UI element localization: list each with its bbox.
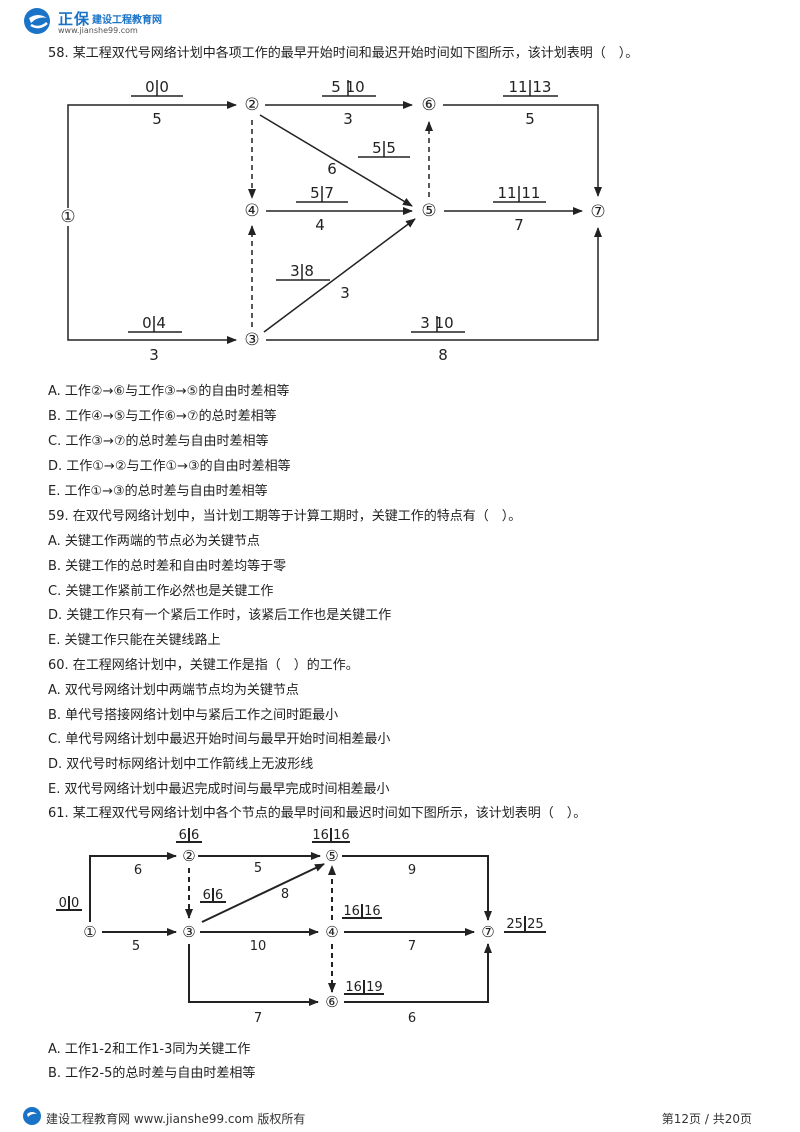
arrow-1-2	[89, 852, 177, 922]
q58-option-c[interactable]: C. 工作③→⑦的总时差与自由时差相等	[48, 434, 269, 449]
time-label-1-2: 0 0	[145, 78, 169, 96]
node-4: ④	[325, 923, 338, 941]
duration-3-5: 8	[281, 887, 289, 902]
node-6: ⑥	[421, 95, 436, 115]
q59-option-c[interactable]: C. 关键工作紧前工作必然也是关键工作	[48, 584, 274, 599]
duration-6-7: 6	[408, 1011, 416, 1026]
logo-sub: 建设工程教育网	[92, 15, 162, 26]
q60-option-d[interactable]: D. 双代号时标网络计划中工作箭线上无波形线	[48, 757, 314, 772]
time-label-node-4: 16 16	[343, 904, 380, 919]
arrow-3-5	[201, 863, 325, 923]
time-label-node-3: 6 6	[203, 888, 224, 903]
q58-option-b[interactable]: B. 工作④→⑤与工作⑥→⑦的总时差相等	[48, 409, 277, 424]
q60-option-a[interactable]: A. 双代号网络计划中两端节点均为关键节点	[48, 683, 299, 698]
time-label-node-2: 6 6	[179, 828, 200, 843]
node-2: ②	[182, 847, 195, 865]
time-label-4-5: 5 7	[310, 184, 334, 202]
page-number: 第12页 / 共20页	[661, 1112, 752, 1126]
footer-copyright: 建设工程教育网 www.jianshe99.com 版权所有	[46, 1112, 306, 1126]
duration-4-7: 7	[408, 939, 416, 954]
arrow-6-7	[344, 943, 492, 1003]
time-label-3-7: 3 10	[420, 314, 453, 332]
duration-2-6: 3	[343, 110, 353, 128]
node-7: ⑦	[590, 202, 605, 222]
time-label-node-6: 16 19	[345, 980, 382, 995]
arrow-1-2	[67, 101, 237, 208]
duration-6-7: 5	[525, 110, 535, 128]
duration-2-5: 6	[327, 160, 337, 178]
logo-name: 正保	[58, 10, 91, 28]
footer-logo-icon	[23, 1107, 41, 1125]
duration-3-4: 10	[250, 939, 267, 954]
q59-option-b[interactable]: B. 关键工作的总时差和自由时差均等于零	[48, 559, 287, 574]
logo-url: www.jianshe99.com	[58, 26, 138, 35]
q59-option-e[interactable]: E. 关键工作只能在关键线路上	[48, 633, 221, 648]
time-label-node-1: 0 0	[59, 896, 80, 911]
node-3: ③	[244, 330, 259, 350]
arrow-3-6	[188, 944, 319, 1006]
node-5: ⑤	[325, 847, 338, 865]
duration-3-7: 8	[438, 346, 448, 364]
duration-5-7: 9	[408, 863, 416, 878]
q58-option-d[interactable]: D. 工作①→②与工作①→③的自由时差相等	[48, 459, 291, 474]
time-label-node-7: 25 25	[506, 917, 543, 932]
node-7: ⑦	[481, 923, 494, 941]
logo-swoosh-icon	[24, 8, 50, 34]
arrow-3-7	[266, 227, 602, 341]
q59-option-a[interactable]: A. 关键工作两端的节点必为关键节点	[48, 534, 260, 549]
duration-3-5: 3	[340, 284, 350, 302]
page-footer: 建设工程教育网 www.jianshe99.com 版权所有 第12页 / 共2…	[0, 1100, 800, 1132]
time-label-3-5: 3 8	[290, 262, 314, 280]
network-diagram-2: ① ② ③ ④ ⑤ ⑥ ⑦ 0 0 6 6 6 6 16 16 16 16 16…	[56, 828, 546, 1026]
node-6: ⑥	[325, 993, 338, 1011]
arrow-6-7	[443, 104, 602, 197]
q59-option-d[interactable]: D. 关键工作只有一个紧后工作时，该紧后工作也是关键工作	[48, 608, 392, 623]
node-1: ①	[60, 207, 75, 227]
q60-option-e[interactable]: E. 双代号网络计划中最迟完成时间与最早完成时间相差最小	[48, 782, 390, 797]
node-3: ③	[182, 923, 195, 941]
time-label-5-7: 11 11	[498, 184, 541, 202]
network-diagram-1: ① ② ③ ④ ⑤ ⑥ ⑦ 0 0 5 5 10 3 11 13 5 6 5 5…	[60, 78, 605, 364]
duration-1-3: 3	[149, 346, 159, 364]
q60-option-c[interactable]: C. 单代号网络计划中最迟开始时间与最早开始时间相差最小	[48, 732, 391, 747]
time-label-6-7: 11 13	[509, 78, 552, 96]
q61-option-a[interactable]: A. 工作1-2和工作1-3同为关键工作	[48, 1042, 251, 1057]
duration-3-6: 7	[254, 1011, 262, 1026]
arrow-3-5	[263, 218, 416, 333]
node-2: ②	[244, 95, 259, 115]
question-60-title: 60. 在工程网络计划中，关键工作是指（ ）的工作。	[48, 658, 359, 673]
duration-2-5: 5	[254, 861, 262, 876]
duration-1-2: 6	[134, 863, 142, 878]
arrow-2-5	[259, 114, 413, 207]
node-4: ④	[244, 201, 259, 221]
duration-5-7: 7	[514, 216, 524, 234]
q61-option-b[interactable]: B. 工作2-5的总时差与自由时差相等	[48, 1066, 256, 1081]
time-label-2-6: 5 10	[331, 78, 364, 96]
q58-option-e[interactable]: E. 工作①→③的总时差与自由时差相等	[48, 484, 268, 499]
brand-logo: 正保 建设工程教育网 www.jianshe99.com	[22, 6, 172, 38]
time-label-1-3: 0 4	[142, 314, 166, 332]
arrow-5-7	[342, 855, 492, 921]
duration-1-2: 5	[152, 110, 162, 128]
q60-option-b[interactable]: B. 单代号搭接网络计划中与紧后工作之间时距最小	[48, 708, 339, 723]
node-1: ①	[83, 923, 96, 941]
duration-4-5: 4	[315, 216, 325, 234]
arrow-1-3	[67, 226, 237, 344]
q58-option-a[interactable]: A. 工作②→⑥与工作③→⑤的自由时差相等	[48, 384, 290, 399]
time-label-2-5: 5 5	[372, 139, 396, 157]
question-58-title: 58. 某工程双代号网络计划中各项工作的最早开始时间和最迟开始时间如下图所示，该…	[48, 46, 639, 61]
question-59-title: 59. 在双代号网络计划中，当计划工期等于计算工期时，关键工作的特点有（ ）。	[48, 509, 522, 524]
time-label-node-5: 16 16	[312, 828, 349, 843]
node-5: ⑤	[421, 201, 436, 221]
duration-1-3: 5	[132, 939, 140, 954]
question-61-title: 61. 某工程双代号网络计划中各个节点的最早时间和最迟时间如下图所示，该计划表明…	[48, 806, 587, 821]
